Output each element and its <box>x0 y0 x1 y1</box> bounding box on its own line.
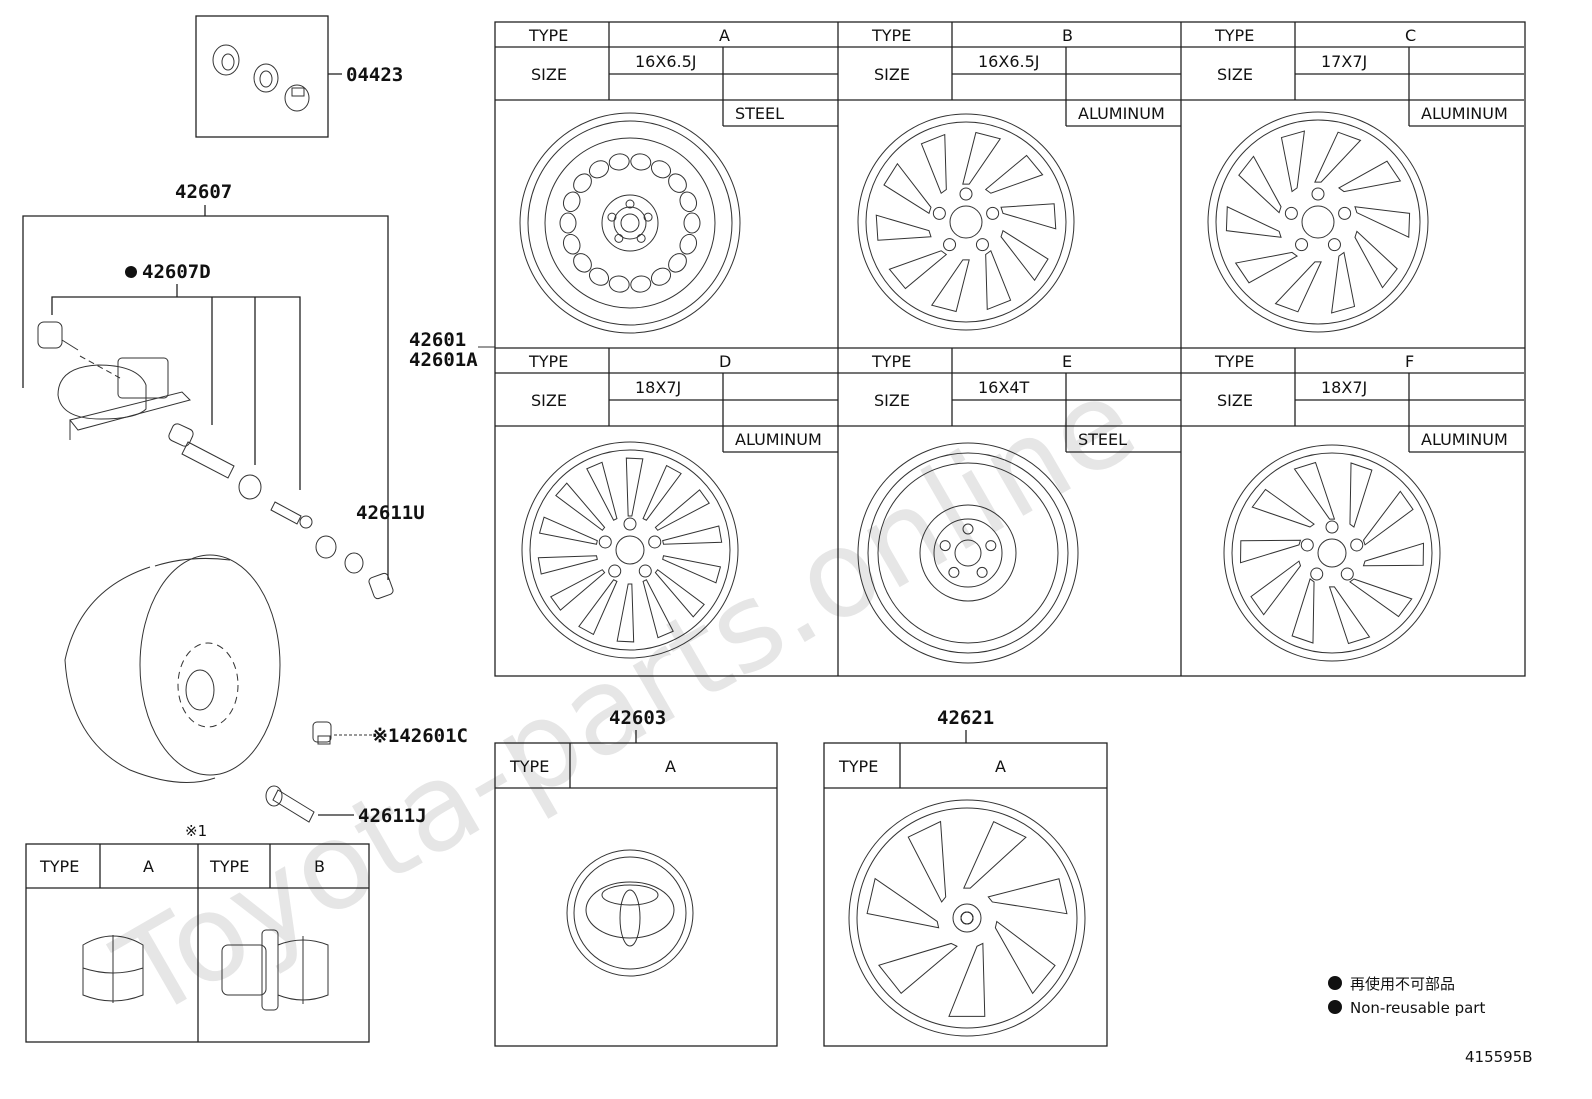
wheel-a-type-label: TYPE <box>528 26 568 45</box>
wheel-cap-table <box>823 742 1108 1047</box>
wheel-d-type: D <box>719 352 731 371</box>
wheel-grid <box>494 21 1526 677</box>
valve-seal-kit-icon <box>212 44 310 112</box>
callout-42603: 42603 <box>609 707 666 729</box>
nut-a-type: A <box>143 857 154 876</box>
wheel-f-size-label: SIZE <box>1217 391 1253 410</box>
wheel-b-alloy-icon <box>857 113 1075 331</box>
legend-bullet-en <box>1328 1000 1342 1014</box>
wheel-b-size: 16X6.5J <box>978 52 1039 71</box>
callout-42611J: 42611J <box>358 805 427 827</box>
callout-42601: 42601 <box>409 329 466 351</box>
wheel-e-size-label: SIZE <box>874 391 910 410</box>
wheel-b-type: B <box>1062 26 1073 45</box>
ornament-table <box>494 742 778 1047</box>
wheel-a-size-label: SIZE <box>531 65 567 84</box>
callout-42601A: 42601A <box>409 349 478 371</box>
wheel-a-steel-icon <box>519 112 741 334</box>
wheel-d-size-label: SIZE <box>531 391 567 410</box>
kit-04423-box <box>195 15 329 138</box>
lug-nut-b-icon <box>221 929 329 1011</box>
wheel-cap-type-label: TYPE <box>838 757 878 776</box>
callout-42611U: 42611U <box>356 502 425 524</box>
wheel-f-type-label: TYPE <box>1214 352 1254 371</box>
wheel-header-a: TYPE A SIZE 16X6.5J STEEL <box>495 22 838 127</box>
nut-a-type-label: TYPE <box>39 857 79 876</box>
callout-04423: 04423 <box>346 64 403 86</box>
note-marker: ※1 <box>185 822 207 840</box>
wheel-d-size: 18X7J <box>635 378 681 397</box>
wheel-header-e: TYPE E SIZE 16X4T STEEL <box>838 348 1181 453</box>
wheel-a-material: STEEL <box>735 104 784 123</box>
wheel-d-type-label: TYPE <box>528 352 568 371</box>
valve-icon <box>265 785 315 823</box>
callout-42607D: 42607D <box>142 261 211 283</box>
wheel-c-alloy-icon <box>1207 111 1429 333</box>
wheel-header-f: TYPE F SIZE 18X7J ALUMINUM <box>1181 348 1524 453</box>
wheel-f-material: ALUMINUM <box>1421 430 1508 449</box>
wheel-e-spare-icon <box>857 442 1079 664</box>
hub-nut-icon <box>312 721 332 745</box>
tire-icon <box>64 554 281 783</box>
wheel-e-size: 16X4T <box>978 378 1030 397</box>
nut-b-type: B <box>314 857 325 876</box>
nut-b-type-label: TYPE <box>209 857 249 876</box>
wheel-c-material: ALUMINUM <box>1421 104 1508 123</box>
callout-42601C: ※142601C <box>372 725 468 747</box>
valve-stem-icon <box>168 423 394 600</box>
lug-nut-a-icon <box>82 935 144 1003</box>
tpms-sensor-icon <box>37 321 191 440</box>
wheel-c-size-label: SIZE <box>1217 65 1253 84</box>
wheel-cap-icon <box>848 799 1086 1037</box>
wheel-f-size: 18X7J <box>1321 378 1367 397</box>
wheel-c-type-label: TYPE <box>1214 26 1254 45</box>
wheel-a-size: 16X6.5J <box>635 52 696 71</box>
wheel-f-alloy-icon <box>1223 444 1441 662</box>
wheel-d-alloy-icon <box>521 441 739 659</box>
callout-42621: 42621 <box>937 707 994 729</box>
diagram-id: 415595B <box>1465 1048 1533 1066</box>
wheel-cap-type: A <box>995 757 1006 776</box>
non-reusable-bullet-icon <box>125 266 137 278</box>
wheel-d-material: ALUMINUM <box>735 430 822 449</box>
ornament-type-label: TYPE <box>509 757 549 776</box>
wheel-a-type: A <box>719 26 730 45</box>
watermark: Toyota-parts.online <box>94 351 1158 1046</box>
wheel-header-b: TYPE B SIZE 16X6.5J ALUMINUM <box>838 22 1181 127</box>
wheel-e-material: STEEL <box>1078 430 1127 449</box>
legend-jp: 再使用不可部品 <box>1350 975 1455 993</box>
wheel-f-type: F <box>1405 352 1414 371</box>
toyota-emblem-icon <box>566 849 694 977</box>
wheel-header-c: TYPE C SIZE 17X7J ALUMINUM <box>1181 22 1524 127</box>
wheel-c-type: C <box>1405 26 1416 45</box>
legend-bullet-jp <box>1328 976 1342 990</box>
wheel-c-size: 17X7J <box>1321 52 1367 71</box>
wheel-b-material: ALUMINUM <box>1078 104 1165 123</box>
wheel-header-d: TYPE D SIZE 18X7J ALUMINUM <box>495 348 838 453</box>
wheel-b-size-label: SIZE <box>874 65 910 84</box>
wheel-e-type-label: TYPE <box>871 352 911 371</box>
wheel-e-type: E <box>1062 352 1072 371</box>
legend-en: Non-reusable part <box>1350 999 1485 1017</box>
wheel-b-type-label: TYPE <box>871 26 911 45</box>
bracket-42607D <box>51 296 301 490</box>
ornament-type: A <box>665 757 676 776</box>
callout-42607: 42607 <box>175 181 232 203</box>
